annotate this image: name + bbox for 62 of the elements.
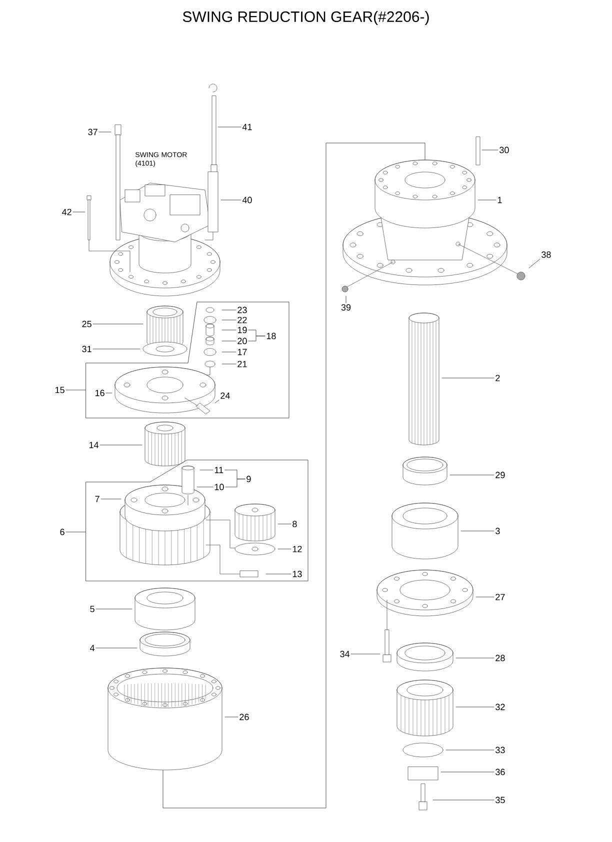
callout-number: 31	[82, 346, 92, 352]
leader-line	[248, 336, 266, 342]
callout-number: 3	[496, 528, 500, 534]
leader-line	[225, 478, 246, 488]
callout-number: 15	[55, 386, 64, 394]
callout-number: 26	[240, 714, 249, 720]
callout-number: 30	[500, 146, 509, 154]
callout-number: 22	[238, 316, 247, 324]
callout-number: 9	[246, 476, 251, 482]
callout-number: 34	[340, 650, 350, 658]
callout-number: 7	[95, 496, 100, 502]
title: SWING REDUCTION GEAR(#2206-)	[182, 11, 429, 25]
callout-number: 29	[496, 472, 505, 478]
callout-number: 32	[496, 704, 505, 710]
callout-number: 4	[90, 644, 95, 652]
leader-line	[460, 530, 494, 532]
callout-number: 23	[238, 306, 247, 314]
callout-number: 20	[238, 338, 247, 344]
callout-number: 19	[238, 326, 247, 334]
leader-line	[528, 258, 540, 268]
leader-line	[476, 596, 494, 598]
leader-line	[106, 392, 112, 394]
callout-number: 18	[266, 332, 276, 340]
callout-number: 35	[496, 796, 505, 804]
callout-number: 38	[542, 251, 551, 258]
leader-line	[214, 400, 220, 404]
callout-number: 40	[242, 196, 252, 204]
leader-line	[196, 486, 214, 488]
callout-number: 37	[88, 128, 98, 136]
callout-number: 25	[82, 320, 92, 328]
leader-line	[456, 706, 494, 708]
callout-number: 2	[496, 374, 500, 382]
callout-number: 41	[242, 124, 252, 130]
callout-number: 12	[292, 546, 302, 552]
callout-number: 5	[90, 606, 94, 612]
callout-number: 39	[341, 304, 351, 311]
callout-number: 24	[220, 392, 230, 399]
callout-number: 13	[292, 570, 302, 578]
callout-number: 28	[496, 654, 505, 662]
callout-number: 27	[496, 594, 505, 600]
callout-number: 6	[60, 528, 64, 536]
leader-line	[96, 608, 132, 610]
callout-number: 8	[292, 520, 297, 528]
leader-line	[222, 340, 236, 342]
group-frame	[86, 460, 308, 582]
callout-number: 17	[238, 348, 247, 356]
leader-line	[450, 474, 494, 476]
callout-number: 1	[498, 196, 502, 204]
callout-number: 21	[238, 360, 247, 368]
callout-number: 16	[95, 390, 104, 396]
callout-number: 10	[214, 484, 224, 490]
leader-line	[224, 716, 238, 718]
callout-number: 11	[214, 466, 224, 474]
leader-line	[100, 444, 142, 446]
callout-number: 14	[89, 442, 99, 448]
callout-number: 42	[62, 208, 72, 216]
callout-number: 36	[496, 768, 505, 776]
leader-line	[92, 348, 140, 350]
leader-line	[100, 498, 122, 500]
callout-number: 33	[496, 746, 505, 754]
leader-line	[278, 548, 292, 550]
leader-line	[218, 126, 242, 128]
